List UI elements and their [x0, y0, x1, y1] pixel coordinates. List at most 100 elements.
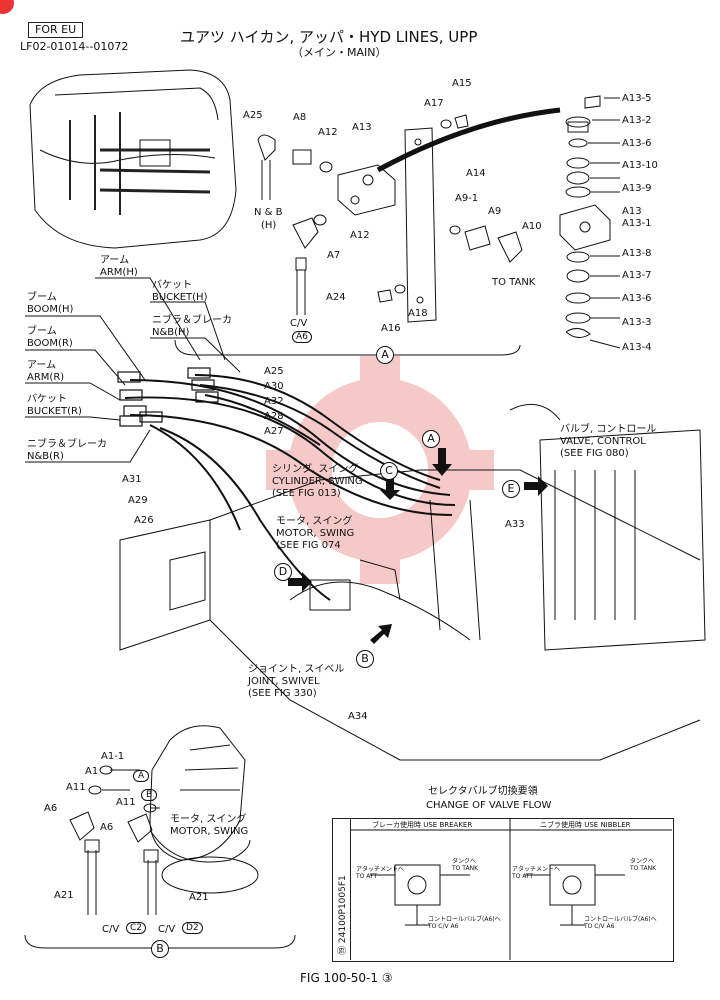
- callout-a13-5: A13-5: [622, 93, 652, 104]
- detail-b-cv-ref-2: D2: [182, 922, 203, 934]
- hose-label-boom-r: BOOM(R): [27, 338, 73, 349]
- swivel-label: JOINT, SWIVEL: [248, 676, 320, 687]
- serial-range: LF02-01014--01072: [20, 40, 129, 53]
- view-marker-e: E: [502, 480, 520, 498]
- callout-a33: A33: [505, 519, 525, 530]
- callout-a31: A31: [122, 474, 142, 485]
- swivel-ref: (SEE FIG 330): [248, 688, 317, 699]
- selector-panel: [332, 818, 674, 962]
- callout-a15: A15: [452, 78, 472, 89]
- label-h: (H): [261, 220, 277, 231]
- callout-a11b: A11: [116, 797, 136, 808]
- callout-a13-7: A13-7: [622, 270, 652, 281]
- valve-label-ja: バルブ, コントロール: [560, 424, 657, 435]
- swing-motor-illustration: [149, 725, 259, 894]
- hose-label-arm-h: ARM(H): [100, 267, 138, 278]
- callout-a34: A34: [348, 711, 368, 722]
- callout-a13: A13: [352, 122, 372, 133]
- detail-b-cv-ref-1: C2: [126, 922, 147, 934]
- callout-a30: A30: [264, 381, 284, 392]
- selector-title-ja: セレクタバルブ切換要領: [428, 786, 538, 797]
- valve-label: VALVE, CONTROL: [560, 436, 646, 447]
- callout-a9-1: A9-1: [455, 193, 479, 204]
- selector-side-strip: [332, 818, 351, 960]
- detail-a-marker: A: [376, 346, 394, 364]
- selector-nibbler-diagram: [525, 864, 625, 926]
- selector-title: CHANGE OF VALVE FLOW: [426, 800, 552, 811]
- callout-a13-10: A13-10: [622, 160, 658, 171]
- callout-a13-2: A13-2: [622, 115, 652, 126]
- hose-label-bucket-r-ja: バケット: [27, 394, 67, 405]
- detail-b-motor-ja: モータ, スイング: [170, 814, 247, 825]
- callout-a12-lower: A12: [350, 230, 370, 241]
- detail-b-motor: MOTOR, SWING: [170, 826, 249, 837]
- cylinder-label-ja: シリンダ, スイング: [272, 464, 359, 475]
- detail-b-circle-a: A: [133, 770, 150, 782]
- label-to-tank: TO TANK: [492, 277, 536, 288]
- callout-a25: A25: [243, 110, 263, 121]
- detail-b-marker: B: [151, 940, 169, 958]
- selector-left-header: ブレーカ使用時 USE BREAKER: [372, 821, 473, 829]
- cylinder-label: CYLINDER, SWING: [272, 476, 363, 487]
- view-arrows: [288, 448, 548, 644]
- callout-a28: A28: [264, 411, 284, 422]
- figure-number: FIG 100-50-1 ③: [300, 971, 393, 985]
- detail-b-cv-2: C/V: [158, 924, 176, 935]
- label-cv: C/V: [290, 318, 308, 329]
- callout-a21b: A21: [189, 892, 209, 903]
- selector-breaker-diagram: [370, 864, 470, 926]
- callout-a1: A1: [85, 766, 99, 777]
- detail-b-cv-1: C/V: [102, 924, 120, 935]
- callout-a14: A14: [466, 168, 486, 179]
- manifold-block-a13: [337, 164, 396, 216]
- callout-a21: A21: [54, 890, 74, 901]
- motor-label-ja: モータ, スイング: [276, 516, 353, 527]
- view-marker-a: A: [422, 430, 440, 448]
- hose-label-boom-h: BOOM(H): [27, 304, 74, 315]
- callout-a18: A18: [408, 308, 428, 319]
- callout-a13-9: A13-9: [622, 183, 652, 194]
- page-subtitle: （メイン・MAIN）: [292, 46, 387, 59]
- machine-frame: [119, 403, 706, 761]
- hose-label-bucket-h: BUCKET(H): [152, 292, 208, 303]
- hose-label-nb-r: N&B(R): [27, 451, 64, 462]
- callout-a10: A10: [522, 221, 542, 232]
- callout-a13-4: A13-4: [622, 342, 652, 353]
- callout-a26: A26: [134, 515, 154, 526]
- hose-label-bucket-r: BUCKET(R): [27, 406, 82, 417]
- page-title: ユアツ ハイカン, アッパ・HYD LINES, UPP: [180, 28, 478, 46]
- view-marker-d: D: [274, 563, 292, 581]
- callout-a6: A6: [44, 803, 58, 814]
- swivel-label-ja: ジョイント, スイベル: [248, 664, 345, 675]
- region-badge: FOR EU: [28, 22, 84, 38]
- hose-label-nb-r-ja: ニブラ＆ブレーカ: [27, 439, 107, 450]
- hose-label-arm-h-ja: アーム: [100, 255, 130, 266]
- hose-label-nb-h: N&B(H): [152, 327, 190, 338]
- callout-a12: A12: [318, 127, 338, 138]
- plate-a14: [404, 127, 437, 323]
- callout-a29: A29: [128, 495, 148, 506]
- motor-ref: (SEE FIG 074: [276, 540, 341, 551]
- callout-a7: A7: [327, 250, 341, 261]
- callout-a17: A17: [424, 98, 444, 109]
- callout-a16: A16: [381, 323, 401, 334]
- callout-a13-6b: A13-6: [622, 293, 652, 304]
- callout-a1-1: A1-1: [101, 751, 125, 762]
- page-corner-marker: [0, 0, 14, 14]
- exploded-a13-stack: [559, 95, 611, 338]
- callout-a6b: A6: [100, 822, 114, 833]
- hose-label-nb-h-ja: ニブラ＆ブレーカ: [152, 315, 232, 326]
- cab-illustration: [29, 69, 237, 249]
- selector-side-code: ⑲ 24100P1005F1: [338, 875, 348, 955]
- callout-a13-3: A13-3: [622, 317, 652, 328]
- callout-a13-6: A13-6: [622, 138, 652, 149]
- view-marker-c: C: [380, 462, 398, 480]
- callout-a13-8: A13-8: [622, 248, 652, 259]
- callout-a11: A11: [66, 782, 86, 793]
